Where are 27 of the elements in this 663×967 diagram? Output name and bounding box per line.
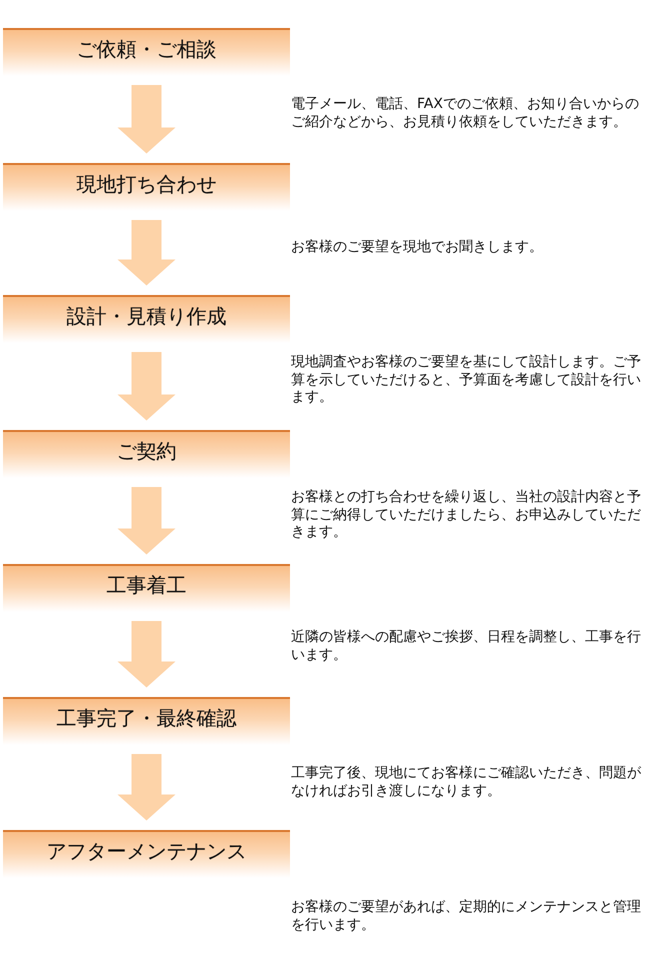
step-description: 現地調査やお客様のご要望を基にして設計します。ご予算を示していただけると、予算面を考慮して設計を行います。 [291,354,642,406]
step-description: 近隣の皆様への配慮やご挨拶、日程を調整し、工事を行います。 [291,629,642,664]
down-arrow [118,487,176,554]
step-band [3,430,290,478]
step-band [3,163,290,211]
down-arrow [118,352,176,420]
down-arrow [118,621,176,688]
step-description: 電子メール、電話、FAXでのご依頼、お知り合いからのご紹介などから、お見積り依頼をしていただきます。 [291,96,640,131]
step-title: 工事完了・最終確認 [56,705,236,731]
step-title: アフターメンテナンス [46,838,246,864]
step-title: 工事着工 [106,572,186,598]
step-title: ご依頼・ご相談 [76,36,216,62]
down-arrow [118,85,176,154]
down-arrow [118,220,176,286]
step-band [3,28,290,76]
step-band [3,295,290,343]
step-title: 設計・見積り作成 [66,303,226,329]
step-description: お客様のご要望を現地でお聞きします。 [291,239,544,256]
step-title: 現地打ち合わせ [76,171,216,197]
step-band [3,697,290,745]
step-description: お客様との打ち合わせを繰り返し、当社の設計内容と予算にご納得していただけましたら、お申込みしていただきます。 [291,489,642,542]
step-description: お客様のご要望があれば、定期的にメンテナンスと管理を行います。 [291,899,642,934]
step-description: 工事完了後、現地にてお客様にご確認いただき、問題がなければお引き渡しになります。 [291,765,642,800]
step-band [3,564,290,612]
step-title: ご契約 [116,438,176,464]
down-arrow [118,754,176,820]
step-band [3,830,290,878]
